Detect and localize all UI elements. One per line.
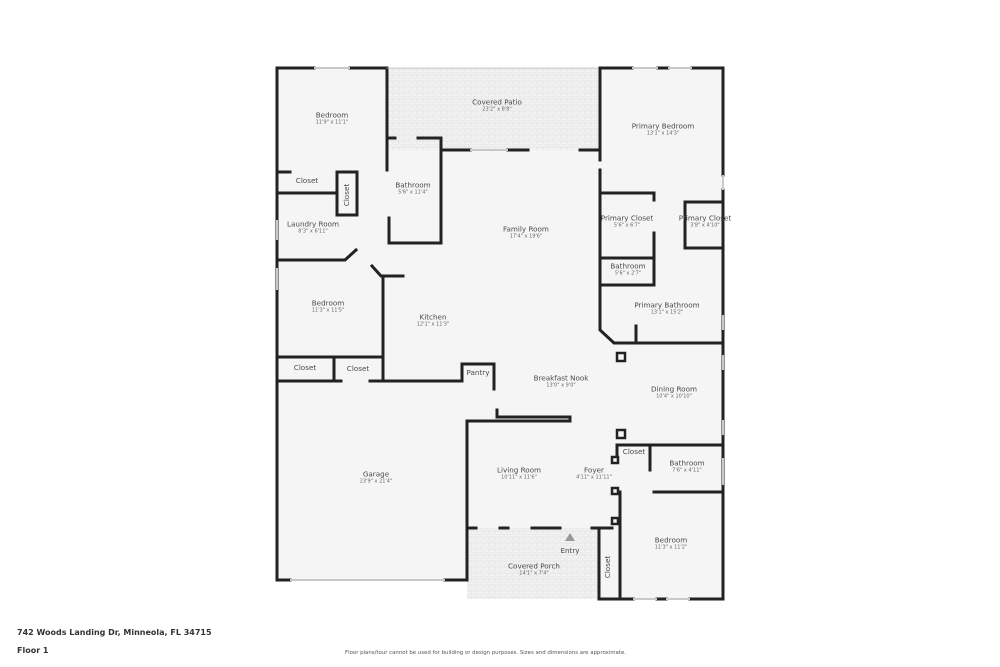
disclaimer: Floor plans/tour cannot be used for buil… <box>345 650 626 656</box>
room-closet-se: Closet <box>602 555 612 579</box>
property-address: 742 Woods Landing Dr, Minneola, FL 34715 <box>17 628 212 637</box>
room-closet-w1: Closet <box>293 362 317 372</box>
windows <box>276 67 724 600</box>
entry-label: Entry <box>560 545 580 555</box>
walls <box>275 66 725 601</box>
covered-porch-area <box>467 528 599 599</box>
room-pantry: Pantry <box>466 367 490 377</box>
floor-label: Floor 1 <box>17 646 49 655</box>
covered-patio-area <box>387 68 600 150</box>
room-closet-foyer: Closet <box>622 446 646 456</box>
entry-arrow-icon <box>565 533 575 541</box>
room-closet-nw-vertical: Closet <box>341 183 351 207</box>
room-closet-w2: Closet <box>346 363 370 373</box>
room-closet-nw: Closet <box>295 175 319 185</box>
